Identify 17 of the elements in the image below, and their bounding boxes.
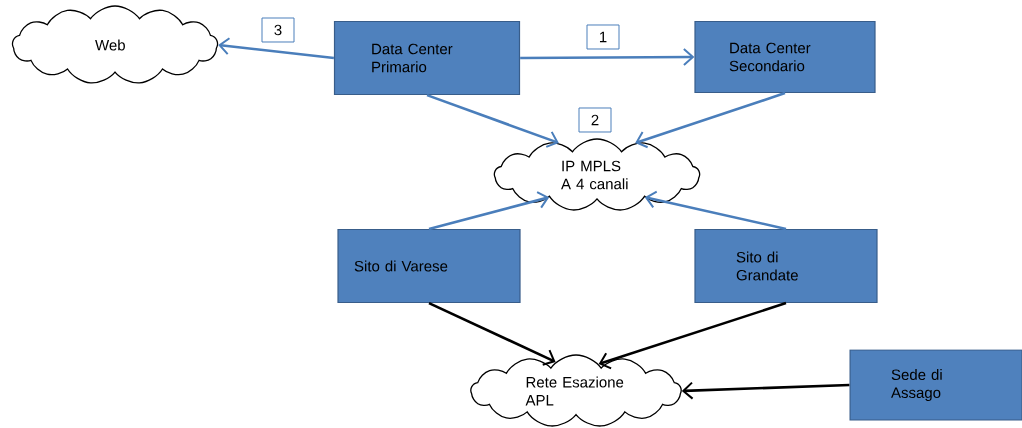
process-box: Sito di Varese [337, 228, 521, 304]
process-box: Sede di Assago [849, 349, 1022, 421]
arrow [644, 190, 787, 231]
number-box: 2 [578, 107, 612, 133]
process-box: Sito di Grandate [694, 228, 878, 304]
process-box: Data Center Primario [333, 20, 521, 96]
arrow [428, 191, 550, 231]
edge-label: 1 [586, 24, 620, 50]
arrow [520, 48, 695, 67]
arrow [428, 301, 556, 366]
arrow [681, 381, 850, 400]
arrow [598, 301, 787, 370]
arrow [218, 37, 335, 60]
arrow [426, 93, 559, 148]
edge-label: 3 [261, 17, 295, 43]
process-box: Data Center Secondario [694, 20, 876, 94]
arrow [635, 91, 786, 149]
